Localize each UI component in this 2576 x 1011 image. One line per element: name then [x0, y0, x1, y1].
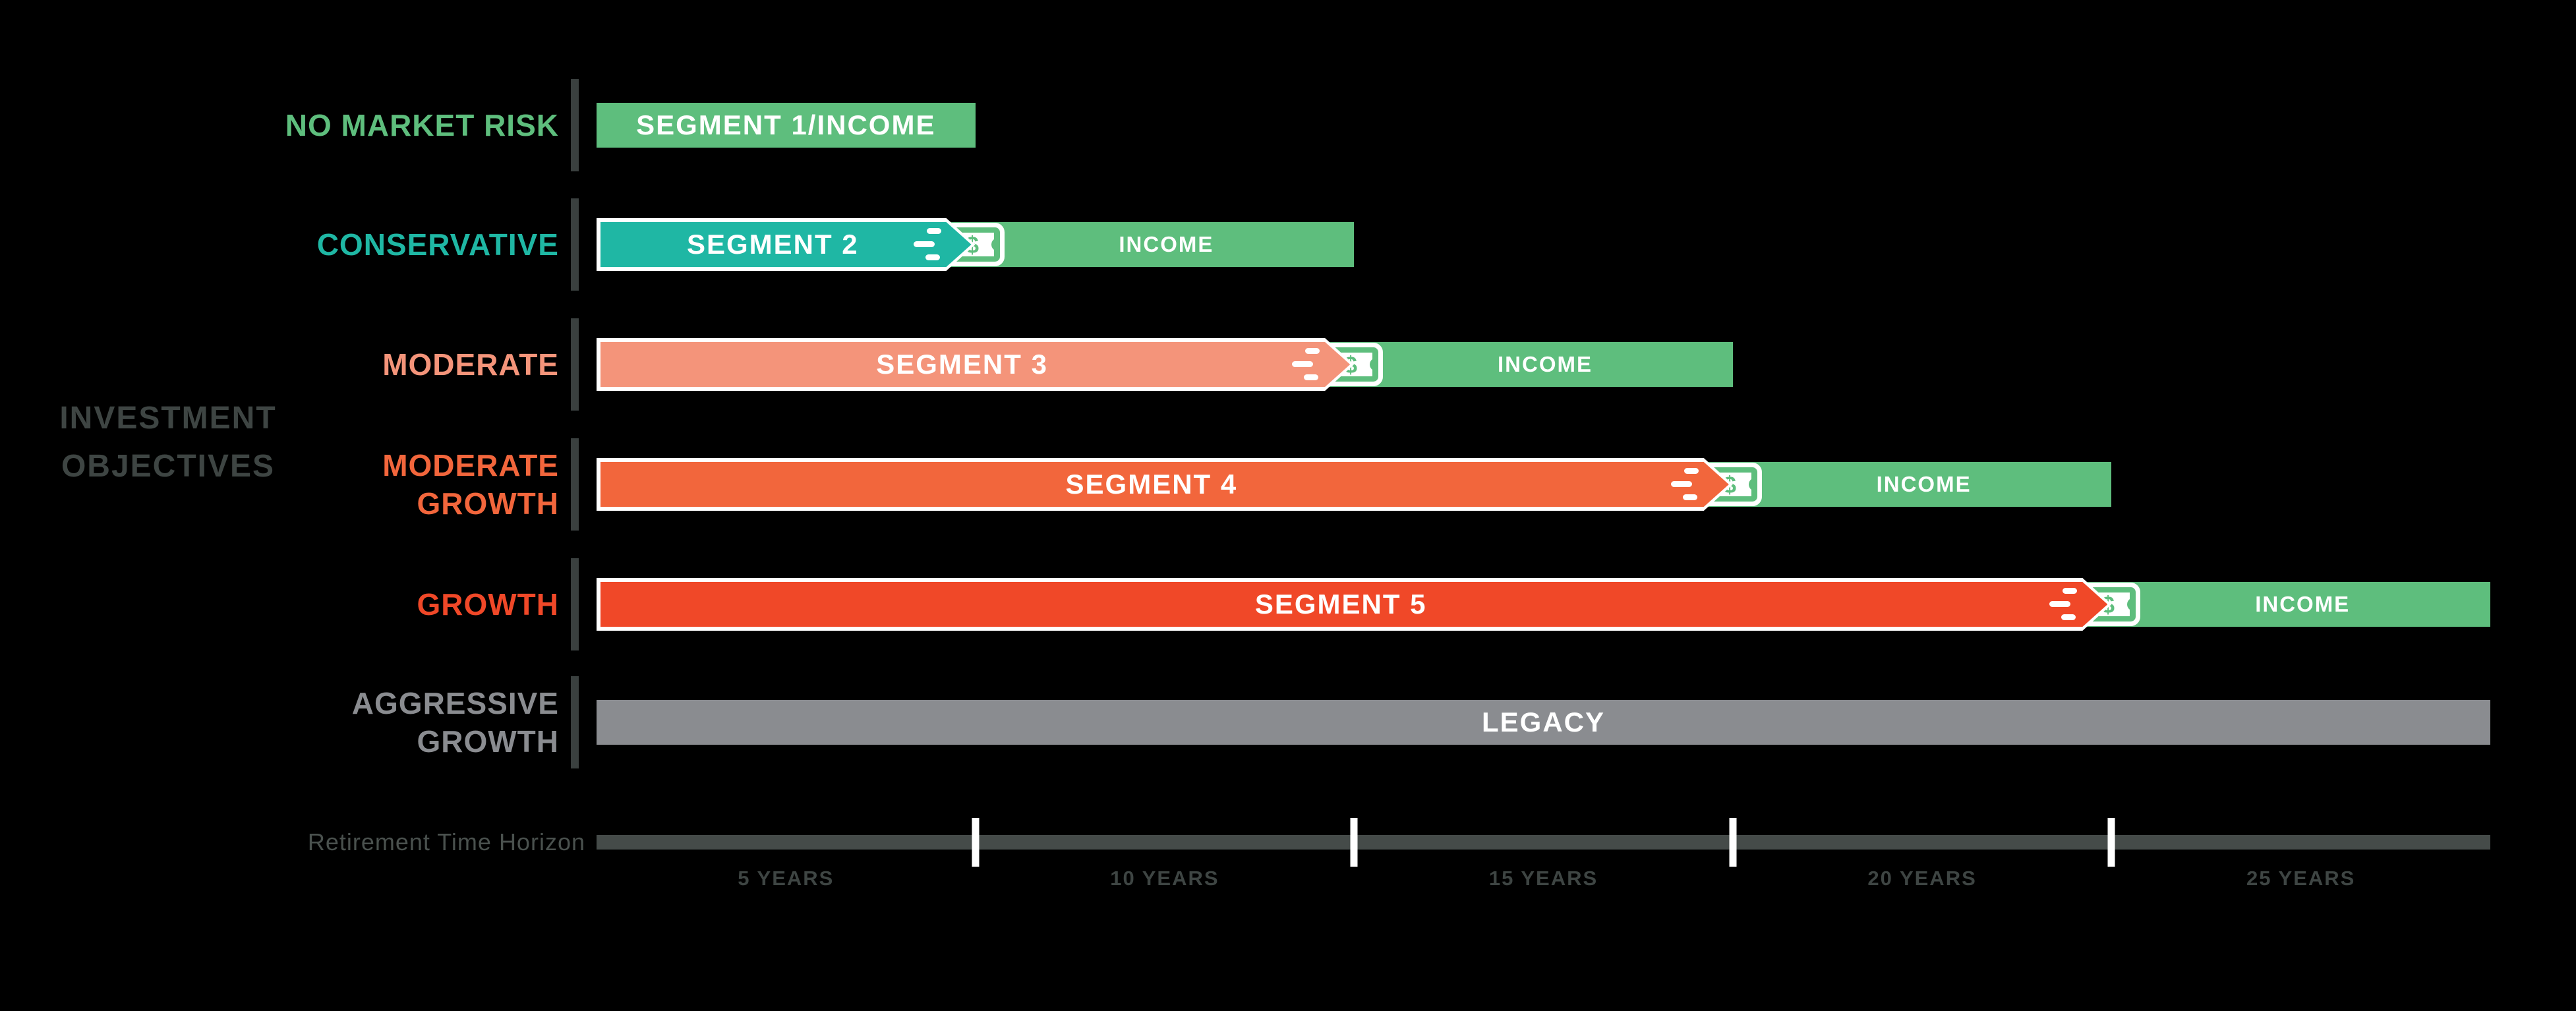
row-moderate: INCOME $ SEGMENT 3 [597, 342, 2490, 387]
x-axis-title: Retirement Time Horizon [307, 828, 585, 855]
income-bar: INCOME [2082, 582, 2490, 627]
axis-tick-10y [1350, 818, 1358, 867]
income-bar: INCOME [945, 222, 1355, 267]
row-divider [571, 318, 579, 411]
speed-dashes-icon [2049, 583, 2078, 626]
row-no-market-risk: SEGMENT 1/INCOME [597, 103, 2490, 148]
speed-dashes-icon [913, 223, 943, 266]
income-label: INCOME [1876, 472, 1972, 496]
row-growth: INCOME $ SEGMENT 5 [597, 582, 2490, 627]
row-conservative: INCOME $ SEGMENT 2 [597, 222, 2490, 267]
axis-interval-label: 5 YEARS [738, 867, 834, 890]
objective-label-moderate-growth: MODERATE GROWTH [382, 448, 559, 521]
bar-label: LEGACY [1481, 707, 1605, 737]
axis-interval-label: 20 YEARS [1867, 867, 1977, 890]
axis-interval-label: 15 YEARS [1488, 867, 1598, 890]
objective-label-no-market-risk: NO MARKET RISK [285, 108, 559, 142]
segment1-income-bar: SEGMENT 1/INCOME [597, 103, 976, 148]
axis-interval-label: 10 YEARS [1110, 867, 1219, 890]
income-bar: INCOME [1703, 462, 2112, 507]
row-divider [571, 558, 579, 650]
objective-label-moderate: MODERATE [382, 347, 559, 382]
segment-arrow-bar: SEGMENT 5 [597, 578, 2111, 631]
segment-label: SEGMENT 5 [1254, 589, 1427, 620]
row-divider [571, 198, 579, 291]
segment-arrow-bar: SEGMENT 4 [597, 458, 1733, 511]
axis-tick-5y [972, 818, 980, 867]
axis-interval-label: 25 YEARS [2246, 867, 2356, 890]
row-divider [571, 676, 579, 768]
income-bar: INCOME [1324, 342, 1733, 387]
row-aggressive-growth: LEGACY [597, 700, 2490, 745]
income-label: INCOME [1497, 352, 1593, 376]
y-axis-title: INVESTMENT OBJECTIVES [59, 401, 277, 484]
legacy-bar: LEGACY [597, 700, 2490, 745]
segment-arrow-bar: SEGMENT 2 [597, 218, 976, 271]
bar-label: SEGMENT 1/INCOME [636, 109, 936, 140]
speed-dashes-icon [1670, 463, 1700, 506]
row-moderate-growth: INCOME $ SEGMENT 4 [597, 462, 2490, 507]
axis-tick-15y [1729, 818, 1737, 867]
segment-label: SEGMENT 4 [1065, 469, 1238, 500]
speed-dashes-icon [1292, 343, 1321, 386]
segment-label: SEGMENT 2 [686, 229, 859, 260]
segment-label: SEGMENT 3 [876, 349, 1048, 380]
objective-label-conservative: CONSERVATIVE [316, 227, 559, 262]
time-axis: 5 YEARS 10 YEARS 15 YEARS 20 YEARS 25 YE… [597, 818, 2490, 890]
segment-arrow-bar: SEGMENT 3 [597, 338, 1354, 391]
row-divider [571, 438, 579, 531]
axis-tick-20y [2107, 818, 2115, 867]
objective-label-growth: GROWTH [417, 587, 559, 621]
income-label: INCOME [1119, 232, 1214, 256]
row-divider [571, 79, 579, 171]
income-label: INCOME [2255, 592, 2351, 616]
objective-label-aggressive-growth: AGGRESSIVE GROWTH [351, 686, 559, 759]
